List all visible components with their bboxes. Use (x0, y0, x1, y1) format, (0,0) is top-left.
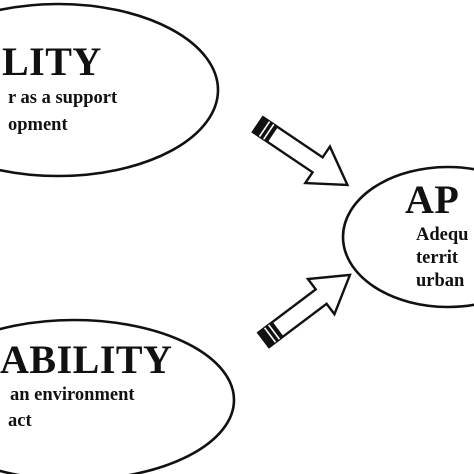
ellipse-bottom-left (0, 318, 236, 474)
arrow-up-right (256, 273, 352, 349)
node-bottom-left-title: ABILITY (0, 337, 173, 382)
arrow-down-right (251, 115, 350, 187)
node-top-left-line1: r as a support (8, 88, 118, 108)
node-right-line2: territ (416, 248, 459, 268)
node-top-left-title: LITY (2, 39, 102, 84)
ellipse-right (341, 165, 474, 309)
node-top-left-line2: opment (8, 115, 68, 135)
node-right-title: AP (405, 177, 460, 222)
node-right-line1: Adequ (416, 225, 469, 245)
node-right-line3: urban (416, 271, 465, 291)
node-bottom-left-line1: an environment (10, 385, 135, 405)
node-bottom-left-line2: act (8, 411, 32, 431)
ellipse-top-left (0, 2, 220, 178)
